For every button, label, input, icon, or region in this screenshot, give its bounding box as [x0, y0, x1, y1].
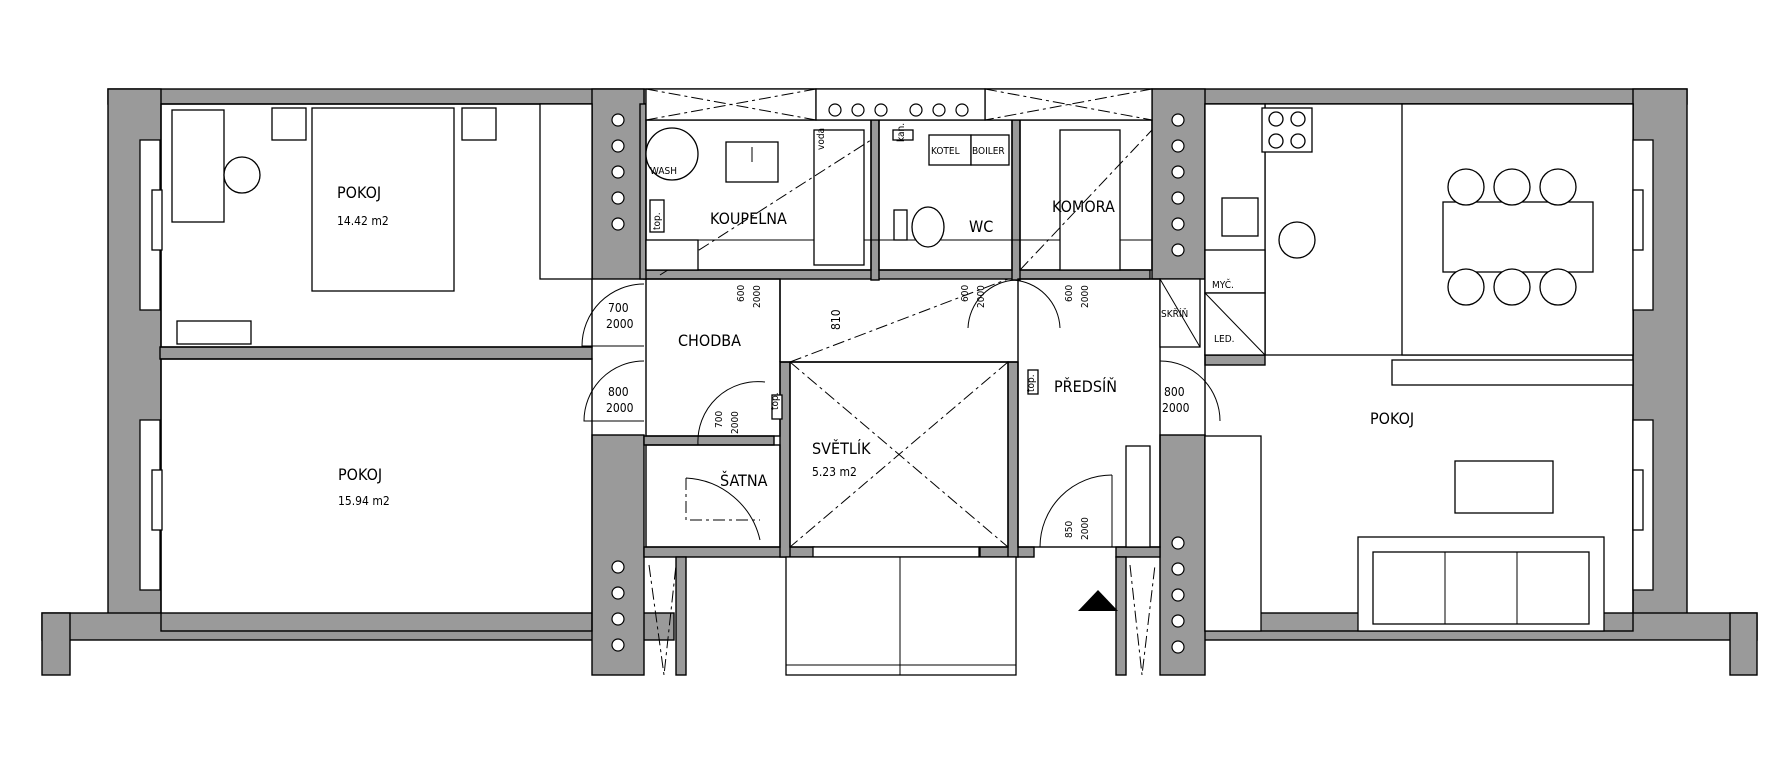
column-holes	[611, 113, 1185, 654]
room-name-predsin: PŘEDSÍŇ	[1054, 377, 1117, 396]
label-voda-bath: voda	[816, 128, 827, 150]
fixture-labels: WASH KOTEL BOILER SKŘÍŇ MYČ. LED. top. t…	[650, 123, 1234, 410]
wardrobe	[685, 369, 1039, 541]
label-kan-wc: kan.	[896, 123, 907, 142]
room-name-satna: ŠATNA	[720, 471, 768, 490]
label-top-satna: top.	[770, 392, 781, 410]
door-d5-width: 600	[1064, 285, 1075, 302]
door-d5-height: 2000	[1080, 285, 1091, 308]
door-d3-height: 2000	[752, 285, 763, 308]
door-d2-width: 800	[608, 385, 629, 399]
door-d1-height: 2000	[606, 317, 634, 331]
room-name-svetlik: SVĚTLÍK	[812, 439, 871, 458]
room-name-chodba: CHODBA	[678, 331, 741, 350]
room-name-pokoj-right: POKOJ	[1370, 409, 1414, 428]
living-furniture	[1204, 435, 1605, 632]
label-top-predsin: top.	[1026, 374, 1037, 392]
room-name-pokoj-bottom: POKOJ	[338, 465, 382, 484]
label-myc: MYČ.	[1212, 278, 1234, 291]
door-d3-width: 600	[736, 285, 747, 302]
room-name-pokoj-top: POKOJ	[337, 183, 381, 202]
door-labels: 700 2000 800 2000 600 2000 600 2000 600 …	[606, 285, 1190, 540]
door-d6-width: 700	[714, 411, 725, 428]
room-area-pokoj-bottom: 15.94 m2	[338, 494, 390, 508]
door-d2-height: 2000	[606, 401, 634, 415]
duct-top	[645, 88, 1153, 121]
door-d8-height: 2000	[1080, 517, 1091, 540]
label-led: LED.	[1214, 334, 1234, 345]
bathroom-fixtures	[645, 127, 1153, 276]
label-skrin: SKŘÍŇ	[1161, 307, 1188, 320]
kitchen	[1159, 103, 1634, 386]
room-name-koupelna: KOUPELNA	[710, 209, 787, 228]
room-labels: POKOJ 14.42 m2 POKOJ 15.94 m2 KOUPELNA W…	[337, 183, 1414, 508]
door-d4-width: 600	[960, 285, 971, 302]
label-kotel: KOTEL	[931, 146, 960, 157]
entrance-arrow-icon	[1078, 590, 1118, 611]
label-dim-810: 810	[829, 309, 843, 330]
windows	[139, 139, 1654, 591]
room-area-pokoj-top: 14.42 m2	[337, 214, 389, 228]
door-d8-width: 850	[1064, 521, 1075, 538]
label-wash: WASH	[650, 166, 677, 177]
label-top-bath: top.	[652, 212, 663, 230]
room-name-komora: KOMORA	[1052, 197, 1115, 216]
label-boiler: BOILER	[972, 146, 1005, 157]
room-name-wc: WC	[969, 217, 993, 236]
door-d7-width: 800	[1164, 385, 1185, 399]
door-d6-height: 2000	[730, 411, 741, 434]
door-swings	[581, 279, 1221, 548]
room-area-svetlik: 5.23 m2	[812, 465, 857, 479]
door-d7-height: 2000	[1162, 401, 1190, 415]
stair-wedges	[648, 564, 1156, 676]
door-d1-width: 700	[608, 301, 629, 315]
lightwell	[785, 278, 1151, 676]
furniture-top-left	[171, 103, 593, 345]
door-d4-height: 2000	[976, 285, 987, 308]
